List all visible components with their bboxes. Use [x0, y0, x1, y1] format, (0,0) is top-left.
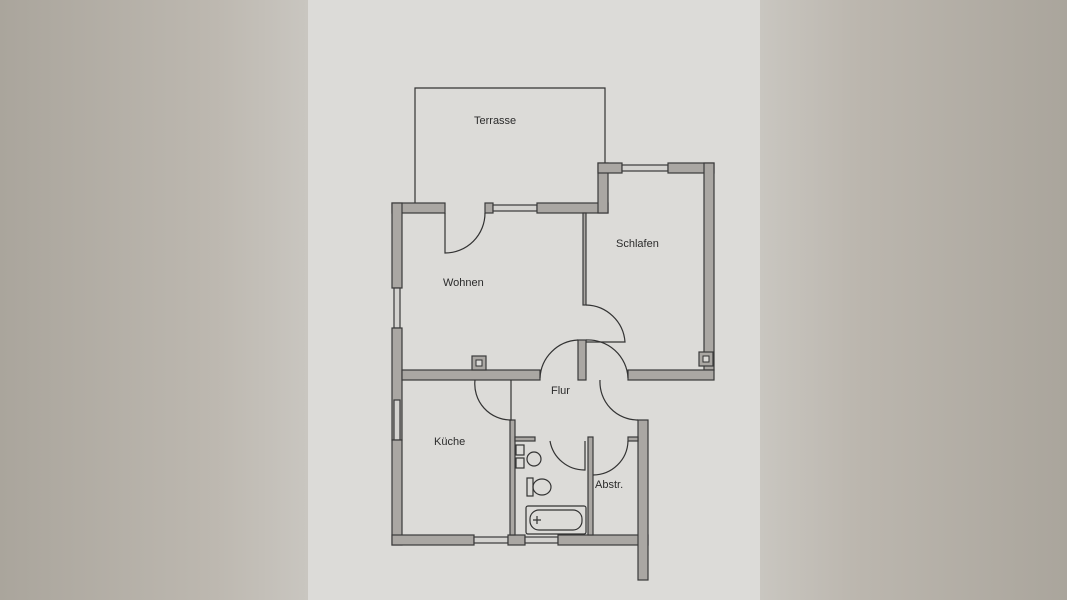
label-kueche: Küche	[434, 436, 465, 448]
label-flur: Flur	[551, 385, 570, 397]
label-terrasse: Terrasse	[474, 115, 516, 127]
label-wohnen: Wohnen	[443, 277, 484, 289]
blurred-background-right	[760, 0, 1067, 600]
walls	[391, 162, 715, 581]
shafts	[471, 351, 714, 371]
blurred-background-left	[0, 0, 308, 600]
bathroom-fixtures	[515, 444, 587, 535]
doors	[444, 212, 639, 476]
terrace-outline	[414, 87, 606, 205]
label-schlafen: Schlafen	[616, 238, 659, 250]
label-abstellraum: Abstr.	[595, 479, 623, 491]
paper-sheet	[308, 0, 760, 600]
